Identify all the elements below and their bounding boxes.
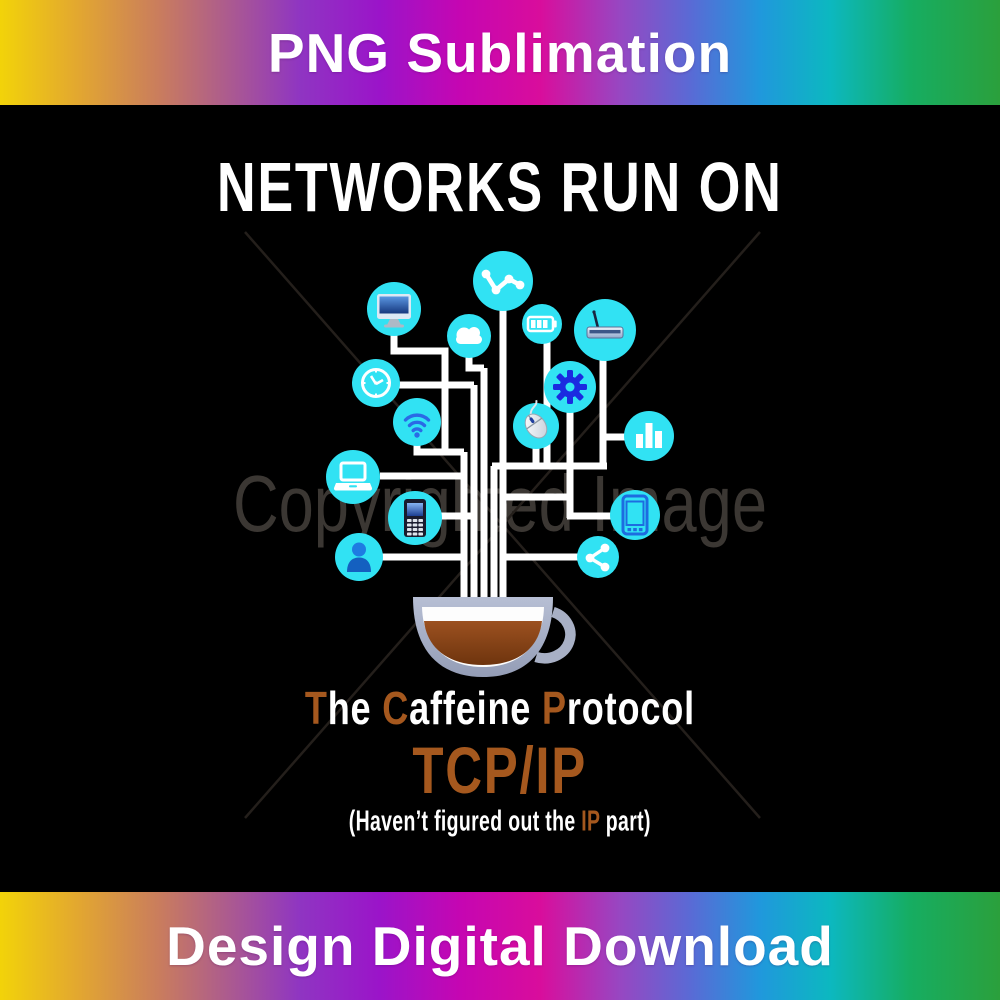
- icon-circle-user: [335, 533, 383, 581]
- bar-chart-icon: [636, 423, 662, 448]
- icon-circle-cloud: [447, 314, 491, 358]
- bottom-banner: Design Digital Download: [0, 892, 1000, 1000]
- icon-circles: [326, 251, 674, 581]
- protocol-initial: T: [304, 682, 328, 735]
- icon-circle-smartphone: [610, 490, 660, 540]
- top-banner: PNG Sublimation: [0, 0, 1000, 105]
- icon-circle-battery: [522, 304, 562, 344]
- clock-icon: [361, 368, 391, 398]
- page-title: NETWORKS RUN ON: [217, 148, 783, 226]
- bottom-banner-label: Design Digital Download: [166, 915, 834, 977]
- protocol-initial: C: [382, 682, 410, 735]
- laptop-icon: [333, 461, 373, 491]
- icon-circle-gear: [544, 361, 596, 413]
- icon-circle-monitor: [367, 282, 421, 336]
- line-chart-icon: [481, 269, 525, 295]
- desktop-monitor-icon: [377, 294, 411, 328]
- battery-icon: [526, 315, 557, 333]
- top-banner-label: PNG Sublimation: [267, 21, 733, 84]
- user-icon: [347, 542, 371, 572]
- smartphone-icon: [621, 494, 649, 536]
- share-icon: [585, 543, 610, 572]
- icon-circle-bar-chart: [624, 411, 674, 461]
- icon-circle-wifi: [393, 398, 441, 446]
- icon-circle-mouse: [513, 399, 559, 449]
- cellphone-icon: [404, 499, 426, 537]
- protocol-initial: P: [542, 682, 568, 735]
- caffeine-protocol-text: The Caffeine Protocol: [304, 682, 696, 735]
- coffee-cup-icon: [413, 597, 576, 677]
- icon-circle-router: [574, 299, 636, 361]
- router-icon: [586, 310, 624, 339]
- wifi-icon: [403, 413, 431, 438]
- caption-ip-accent: IP: [581, 805, 601, 837]
- icon-circle-cellphone: [388, 491, 442, 545]
- tcpip-text: TCP/IP: [412, 733, 588, 808]
- icon-circle-share: [577, 536, 619, 578]
- connector-lines: [380, 305, 626, 604]
- caption-text: (Haven’t figured out the IP part): [348, 805, 652, 837]
- gear-icon: [553, 370, 587, 404]
- icon-circle-line-chart: [473, 251, 533, 311]
- cloud-icon: [456, 327, 482, 344]
- mouse-icon: [524, 399, 548, 439]
- icon-circle-laptop: [326, 450, 380, 504]
- icon-circle-clock: [352, 359, 400, 407]
